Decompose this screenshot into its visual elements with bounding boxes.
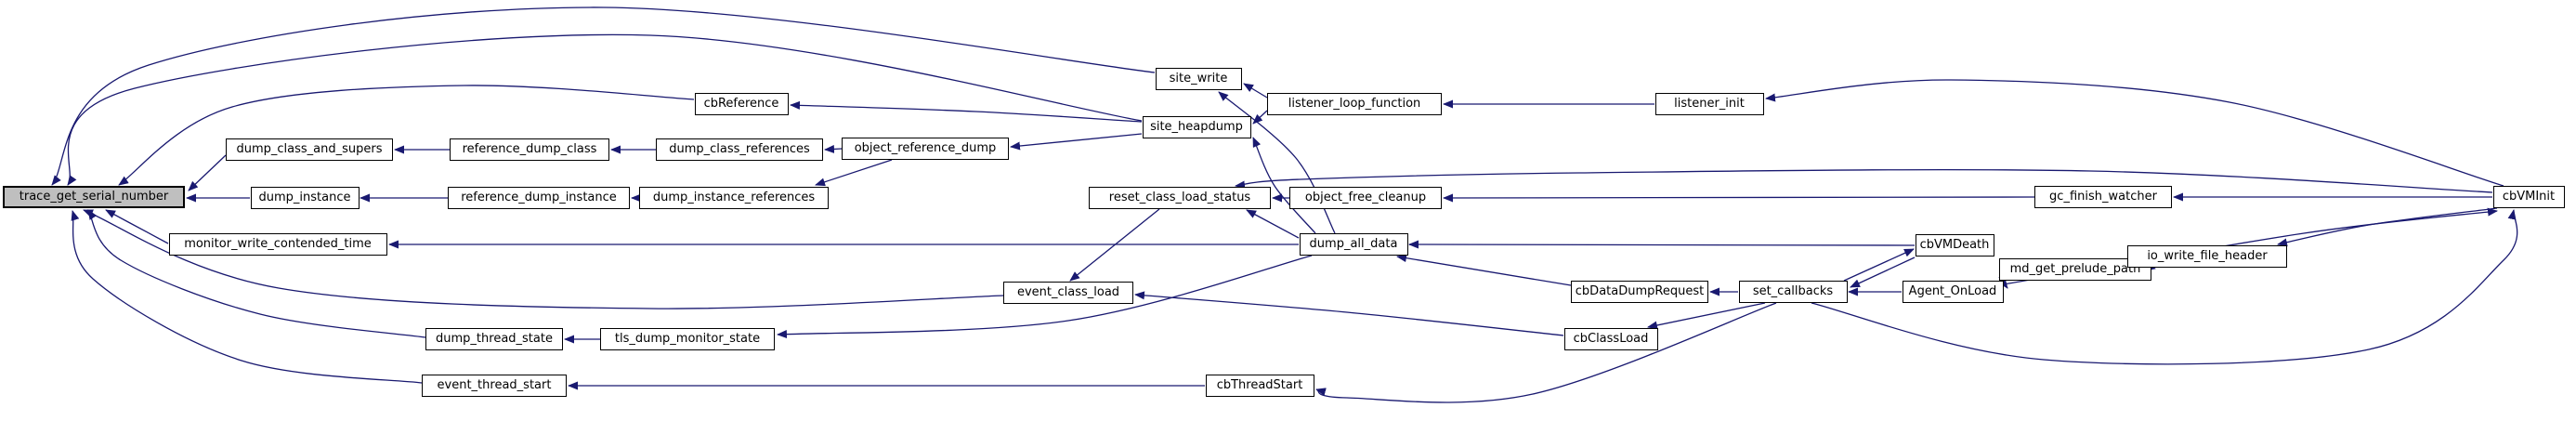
node-cbThreadStart[interactable]: cbThreadStart bbox=[1205, 375, 1314, 397]
node-reference_dump_class[interactable]: reference_dump_class bbox=[450, 138, 609, 161]
node-io_write_file_header[interactable]: io_write_file_header bbox=[2127, 245, 2287, 268]
node-cbVMDeath[interactable]: cbVMDeath bbox=[1915, 234, 1994, 257]
node-dump_all_data[interactable]: dump_all_data bbox=[1299, 233, 1408, 256]
edge-dump_class_and_supers-to-trace_get_serial_number bbox=[188, 154, 227, 191]
node-event_class_load[interactable]: event_class_load bbox=[1003, 282, 1133, 304]
edge-dump_all_data-to-tls_dump_monitor_state bbox=[777, 255, 1313, 339]
node-object_free_cleanup[interactable]: object_free_cleanup bbox=[1289, 187, 1442, 209]
edge-cbReference-to-trace_get_serial_number bbox=[118, 85, 695, 186]
node-tls_dump_monitor_state[interactable]: tls_dump_monitor_state bbox=[600, 328, 775, 350]
node-dump_instance[interactable]: dump_instance bbox=[250, 187, 360, 209]
node-dump_class_references[interactable]: dump_class_references bbox=[656, 138, 823, 161]
node-site_write[interactable]: site_write bbox=[1155, 68, 1242, 90]
edge-listener_loop_function-to-site_write bbox=[1243, 83, 1268, 99]
edge-object_reference_dump-to-dump_instance_references bbox=[815, 159, 893, 187]
node-listener_init[interactable]: listener_init bbox=[1654, 93, 1764, 115]
node-cbVMInit[interactable]: cbVMInit bbox=[2492, 186, 2565, 208]
call-edges bbox=[51, 7, 2518, 403]
node-reset_class_load_status[interactable]: reset_class_load_status bbox=[1089, 187, 1271, 209]
edge-set_callbacks-to-cbVMInit bbox=[1811, 209, 2518, 365]
node-site_heapdump[interactable]: site_heapdump bbox=[1142, 116, 1251, 138]
edge-set_callbacks-to-cbVMDeath bbox=[1843, 248, 1915, 282]
node-trace_get_serial_number: trace_get_serial_number bbox=[3, 186, 185, 208]
node-cbDataDumpRequest[interactable]: cbDataDumpRequest bbox=[1571, 281, 1708, 303]
node-cbReference[interactable]: cbReference bbox=[694, 93, 789, 115]
edge-cbVMDeath-to-set_callbacks bbox=[1850, 257, 1916, 288]
edge-site_write-to-trace_get_serial_number bbox=[51, 7, 1156, 186]
node-object_reference_dump[interactable]: object_reference_dump bbox=[842, 138, 1009, 160]
edge-set_callbacks-to-cbThreadStart bbox=[1315, 302, 1777, 403]
edge-cbClassLoad-to-event_class_load bbox=[1134, 291, 1564, 336]
edge-site_heapdump-to-trace_get_serial_number bbox=[67, 33, 1143, 186]
node-dump_thread_state[interactable]: dump_thread_state bbox=[425, 328, 563, 350]
node-cbClassLoad[interactable]: cbClassLoad bbox=[1563, 328, 1658, 350]
edge-cbVMInit-to-reset_class_load_status bbox=[1235, 168, 2493, 193]
node-dump_class_and_supers[interactable]: dump_class_and_supers bbox=[226, 138, 393, 161]
node-event_thread_start[interactable]: event_thread_start bbox=[422, 375, 567, 397]
edge-monitor_write_contended_time-to-trace_get_serial_number bbox=[105, 209, 169, 244]
node-gc_finish_watcher[interactable]: gc_finish_watcher bbox=[2034, 186, 2172, 208]
edge-cbDataDumpRequest-to-dump_all_data bbox=[1396, 254, 1572, 286]
edge-dump_all_data-to-site_heapdump bbox=[1252, 137, 1316, 234]
edge-listener_loop_function-to-site_heapdump bbox=[1252, 110, 1268, 125]
edge-cbVMInit-to-listener_init bbox=[1765, 79, 2504, 187]
edge-event_class_load-to-trace_get_serial_number bbox=[83, 209, 1004, 309]
edge-set_callbacks-to-cbClassLoad bbox=[1647, 302, 1766, 330]
edge-site_heapdump-to-cbReference bbox=[790, 100, 1143, 123]
edge-reset_class_load_status-to-event_class_load bbox=[1069, 208, 1160, 282]
edge-cbVMInit-to-io_write_file_header bbox=[2277, 207, 2498, 247]
node-reference_dump_instance[interactable]: reference_dump_instance bbox=[448, 187, 630, 209]
node-md_get_prelude_path[interactable]: md_get_prelude_path bbox=[1999, 258, 2151, 281]
node-listener_loop_function[interactable]: listener_loop_function bbox=[1267, 93, 1442, 115]
edge-dump_all_data-to-reset_class_load_status bbox=[1246, 209, 1300, 239]
node-Agent_OnLoad[interactable]: Agent_OnLoad bbox=[1902, 281, 2004, 303]
edge-object_reference_dump-to-dump_class_references bbox=[824, 144, 843, 153]
edge-gc_finish_watcher-to-object_free_cleanup bbox=[1443, 193, 2035, 203]
node-monitor_write_contended_time[interactable]: monitor_write_contended_time bbox=[168, 233, 387, 256]
node-dump_instance_references[interactable]: dump_instance_references bbox=[639, 187, 829, 209]
node-set_callbacks[interactable]: set_callbacks bbox=[1738, 281, 1848, 303]
edge-dump_all_data-to-site_write bbox=[1218, 91, 1336, 234]
edge-site_heapdump-to-object_reference_dump bbox=[1010, 133, 1143, 151]
edge-dump_thread_state-to-trace_get_serial_number bbox=[87, 209, 426, 338]
edge-cbVMDeath-to-dump_all_data bbox=[1408, 240, 1916, 249]
edge-event_thread_start-to-trace_get_serial_number bbox=[71, 210, 423, 384]
